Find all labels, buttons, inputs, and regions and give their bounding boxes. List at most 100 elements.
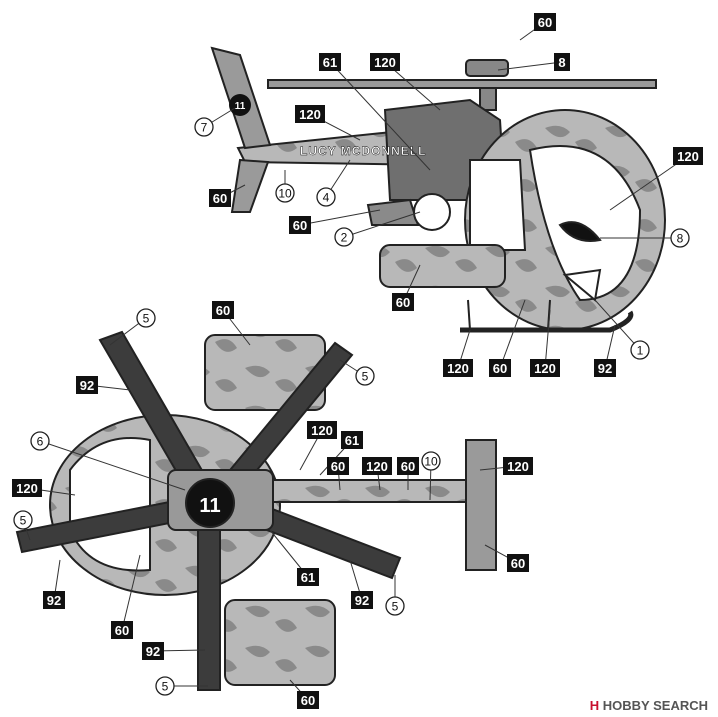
cockpit-window xyxy=(528,145,642,302)
top-view-helicopter xyxy=(15,330,497,691)
side-color-tag-0: 60 xyxy=(534,13,556,31)
watermark: H HOBBY SEARCH xyxy=(590,698,708,713)
side-color-tag-4-text: 120 xyxy=(299,107,321,122)
top-tail-boom xyxy=(239,479,471,503)
side-color-tag-7: 60 xyxy=(209,189,231,207)
top-color-tag-4-text: 60 xyxy=(331,459,345,474)
top-part-number-5: 5 xyxy=(385,596,405,616)
top-color-tag-8: 120 xyxy=(12,479,42,497)
top-color-tag-0-text: 60 xyxy=(216,303,230,318)
side-color-tag-12-text: 92 xyxy=(598,361,612,376)
shark-mouth xyxy=(562,268,602,302)
side-part-number-4-text: 8 xyxy=(677,232,684,246)
side-color-tag-11: 120 xyxy=(530,359,560,377)
side-part-number-3-text: 2 xyxy=(341,231,348,245)
watermark-text: HOBBY SEARCH xyxy=(602,698,708,713)
side-tag-leader-6 xyxy=(299,209,381,226)
top-tag-leader-10 xyxy=(121,554,141,631)
top-color-tag-14: 92 xyxy=(142,642,164,660)
horizontal-stabilizer xyxy=(465,439,497,571)
side-color-tag-6-text: 60 xyxy=(293,218,307,233)
top-color-tag-12: 61 xyxy=(297,568,319,586)
side-tag-leader-11 xyxy=(544,309,551,369)
side-color-tag-0-text: 60 xyxy=(538,15,552,30)
top-color-tag-10-text: 60 xyxy=(115,623,129,638)
skid-strut-front xyxy=(467,299,471,331)
side-color-tag-11-text: 120 xyxy=(534,361,556,376)
side-tag-leader-1 xyxy=(497,61,563,71)
main-rotor-blade xyxy=(267,79,657,89)
rotor-mast xyxy=(479,87,497,111)
top-color-tag-2: 120 xyxy=(307,421,337,439)
top-part-number-6-text: 5 xyxy=(162,680,169,694)
side-color-tag-6: 60 xyxy=(289,216,311,234)
top-part-number-3: 10 xyxy=(421,451,441,471)
pilot-figure xyxy=(413,193,451,231)
side-part-number-1-text: 4 xyxy=(323,191,330,205)
door-window xyxy=(469,159,527,251)
side-part-number-4: 8 xyxy=(670,228,690,248)
side-color-tag-10-text: 60 xyxy=(493,361,507,376)
top-color-tag-3: 61 xyxy=(341,431,363,449)
side-part-number-2-text: 10 xyxy=(278,187,292,201)
side-color-tag-9-text: 120 xyxy=(447,361,469,376)
top-color-tag-5-text: 120 xyxy=(366,459,388,474)
side-color-tag-3-text: 120 xyxy=(374,55,396,70)
top-part-number-4: 5 xyxy=(13,510,33,530)
side-color-tag-2: 61 xyxy=(319,53,341,71)
side-tag-leader-2 xyxy=(329,61,431,171)
side-color-tag-8-text: 60 xyxy=(396,295,410,310)
top-color-tag-2-text: 120 xyxy=(311,423,333,438)
gun-pod xyxy=(366,198,420,226)
side-circle-leader-3 xyxy=(343,211,421,238)
top-part-number-2-text: 6 xyxy=(37,435,44,449)
hub-emblem-number: 11 xyxy=(199,495,220,517)
top-color-tag-0: 60 xyxy=(212,301,234,319)
top-color-tag-4: 60 xyxy=(327,457,349,475)
side-color-tag-1: 8 xyxy=(554,53,570,71)
top-part-number-6: 5 xyxy=(155,676,175,696)
top-color-tag-11-text: 60 xyxy=(511,556,525,571)
top-part-number-2: 6 xyxy=(30,431,50,451)
top-color-tag-3-text: 61 xyxy=(345,433,359,448)
landing-skid xyxy=(460,310,634,333)
nose-name-label: LUCY MCDONNELL xyxy=(300,144,426,158)
top-color-tag-7: 120 xyxy=(503,457,533,475)
top-part-number-1-text: 5 xyxy=(362,370,369,384)
hub-emblem xyxy=(185,478,235,528)
top-part-number-4-text: 5 xyxy=(20,514,27,528)
top-color-tag-5: 120 xyxy=(362,457,392,475)
top-part-number-5-text: 5 xyxy=(392,600,399,614)
top-color-tag-11: 60 xyxy=(507,554,529,572)
side-color-tag-2-text: 61 xyxy=(323,55,337,70)
side-part-number-5: 1 xyxy=(630,340,650,360)
top-circle-leader-2 xyxy=(39,440,186,491)
tail-emblem: 11 xyxy=(229,94,251,116)
side-part-number-0-text: 7 xyxy=(201,121,208,135)
top-part-number-0-text: 5 xyxy=(143,312,150,326)
side-part-number-0: 7 xyxy=(194,117,214,137)
top-part-number-0: 5 xyxy=(136,308,156,328)
side-color-tag-10: 60 xyxy=(489,359,511,377)
side-color-tag-12: 92 xyxy=(594,359,616,377)
side-color-tag-4: 120 xyxy=(295,105,325,123)
side-color-tag-1-text: 8 xyxy=(558,55,565,70)
top-color-tag-13-text: 92 xyxy=(355,593,369,608)
side-circle-leader-5 xyxy=(594,299,641,351)
top-color-tag-6: 60 xyxy=(397,457,419,475)
rotor-blade-d xyxy=(197,504,221,691)
top-color-tag-15-text: 60 xyxy=(301,693,315,708)
top-fuel-pod-lower xyxy=(224,599,336,686)
side-color-tag-8: 60 xyxy=(392,293,414,311)
top-color-tag-15: 60 xyxy=(297,691,319,709)
rotor-hub xyxy=(465,59,509,77)
top-color-tag-8-text: 120 xyxy=(16,481,38,496)
top-color-tag-7-text: 120 xyxy=(507,459,529,474)
lower-tail-fin xyxy=(230,158,270,213)
side-color-tag-5: 120 xyxy=(673,147,703,165)
top-part-number-3-text: 10 xyxy=(424,455,438,469)
side-color-tag-5-text: 120 xyxy=(677,149,699,164)
fuel-pod xyxy=(379,244,506,288)
